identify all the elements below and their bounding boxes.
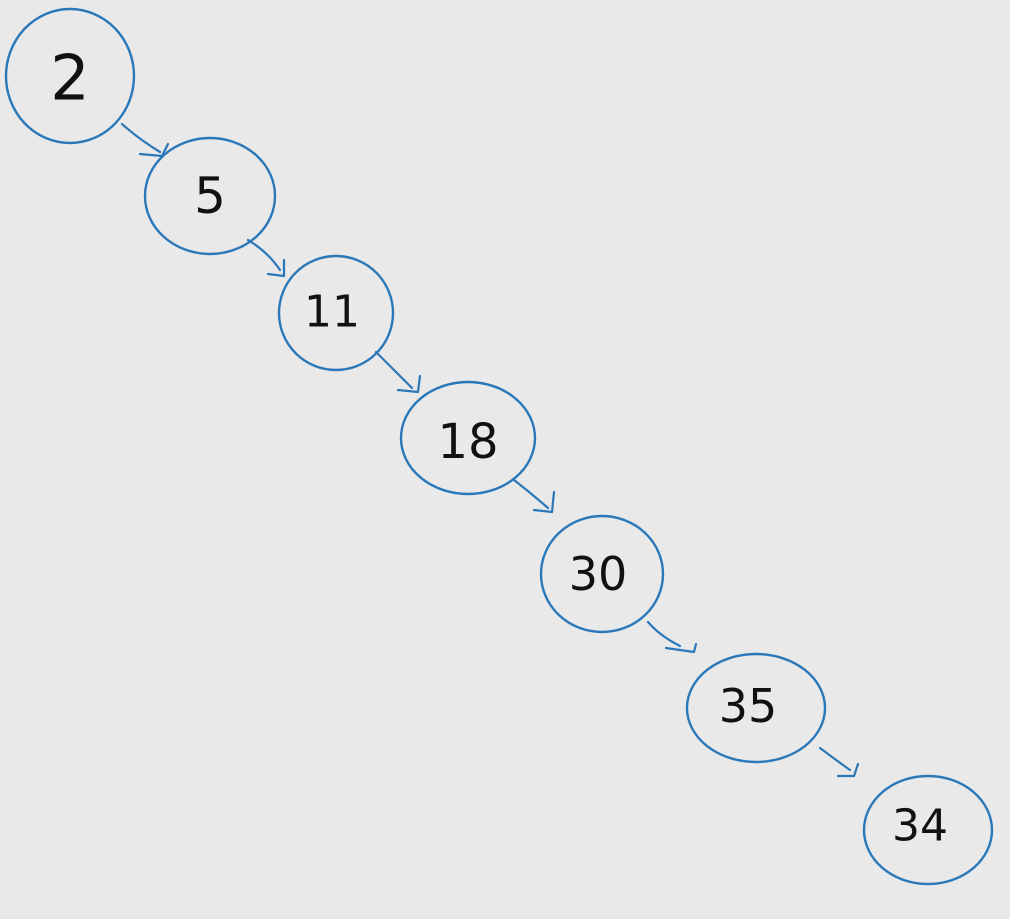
edge-11-to-18 bbox=[374, 350, 422, 394]
edge-30-to-35 bbox=[646, 620, 698, 654]
node-label: 5 bbox=[194, 167, 226, 225]
list-node: 18 bbox=[399, 380, 537, 496]
list-node: 34 bbox=[862, 774, 994, 886]
node-label: 11 bbox=[304, 287, 360, 338]
edge-5-to-11 bbox=[246, 238, 286, 278]
edge-2-to-5 bbox=[120, 122, 170, 158]
list-node: 11 bbox=[277, 254, 395, 372]
list-node: 5 bbox=[143, 136, 277, 256]
edge-35-to-34 bbox=[818, 746, 860, 778]
node-label: 2 bbox=[50, 42, 89, 115]
edge-18-to-30 bbox=[512, 478, 556, 514]
node-label: 30 bbox=[569, 547, 628, 601]
list-node: 30 bbox=[539, 514, 665, 634]
list-node: 35 bbox=[685, 652, 827, 764]
node-label: 35 bbox=[719, 679, 778, 733]
list-node: 2 bbox=[4, 7, 136, 145]
node-label: 18 bbox=[437, 414, 498, 470]
node-label: 34 bbox=[892, 801, 948, 852]
